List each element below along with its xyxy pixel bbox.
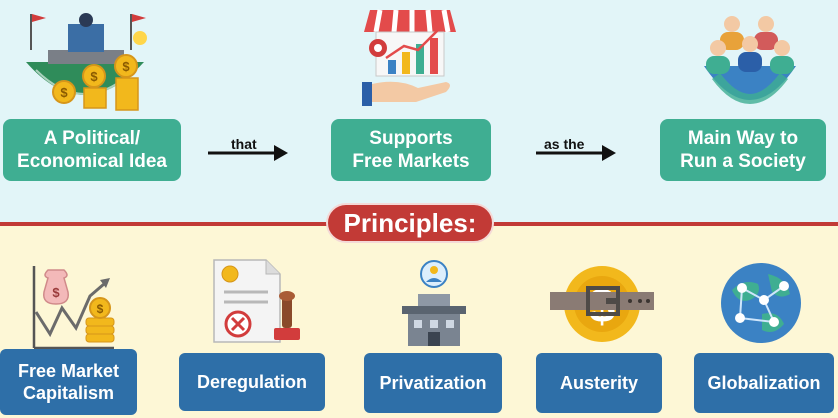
svg-text:$: $ (52, 285, 60, 300)
principles-header: Principles: (326, 203, 494, 243)
svg-text:$: $ (122, 59, 130, 74)
principle-globalization-box: Globalization (694, 353, 834, 413)
private-building-icon (402, 260, 466, 346)
concept-run-society-line1: Main Way to (687, 128, 799, 149)
concept-run-society-line2: Run a Society (680, 151, 806, 172)
concept-political-idea-box: A Political/ Economical Idea (3, 119, 181, 181)
svg-text:$: $ (60, 85, 68, 100)
principle-free-market-capitalism-box: Free Market Capitalism (0, 349, 137, 415)
society-people-icon (704, 16, 796, 104)
principle-label: Globalization (707, 373, 821, 393)
principle-label: Privatization (379, 373, 487, 393)
tightened-belt-icon: $ (550, 266, 654, 342)
deregulation-document-icon (213, 259, 300, 343)
principle-label: Deregulation (196, 372, 307, 392)
svg-text:$: $ (90, 69, 98, 84)
concept-free-markets-line2: Free Markets (352, 151, 470, 172)
government-podium-icon: $ $ $ (26, 13, 147, 111)
concept-free-markets-box: Supports Free Markets (331, 119, 491, 181)
principle-privatization-box: Privatization (364, 353, 502, 413)
svg-text:$: $ (97, 302, 104, 316)
globe-network-icon (721, 263, 801, 343)
concept-run-society-box: Main Way to Run a Society (660, 119, 826, 181)
connector-that-label: that (231, 136, 257, 152)
principle-austerity-box: Austerity (536, 353, 662, 413)
principle-label: Austerity (559, 373, 639, 393)
principle-deregulation-box: Deregulation (179, 353, 325, 411)
concept-political-idea-line2: Economical Idea (17, 151, 167, 172)
concept-free-markets-line1: Supports (369, 128, 453, 149)
principle-label-line1: Free Market (17, 361, 120, 381)
principle-label-line2: Capitalism (22, 383, 115, 403)
arrow-right-icon (536, 145, 616, 161)
market-growth-icon (362, 9, 456, 106)
capitalism-chart-icon: $ $ (32, 266, 115, 350)
arrow-right-icon (208, 145, 288, 161)
connector-as-the-label: as the (544, 136, 585, 152)
concept-political-idea-line1: A Political/ (43, 128, 141, 149)
